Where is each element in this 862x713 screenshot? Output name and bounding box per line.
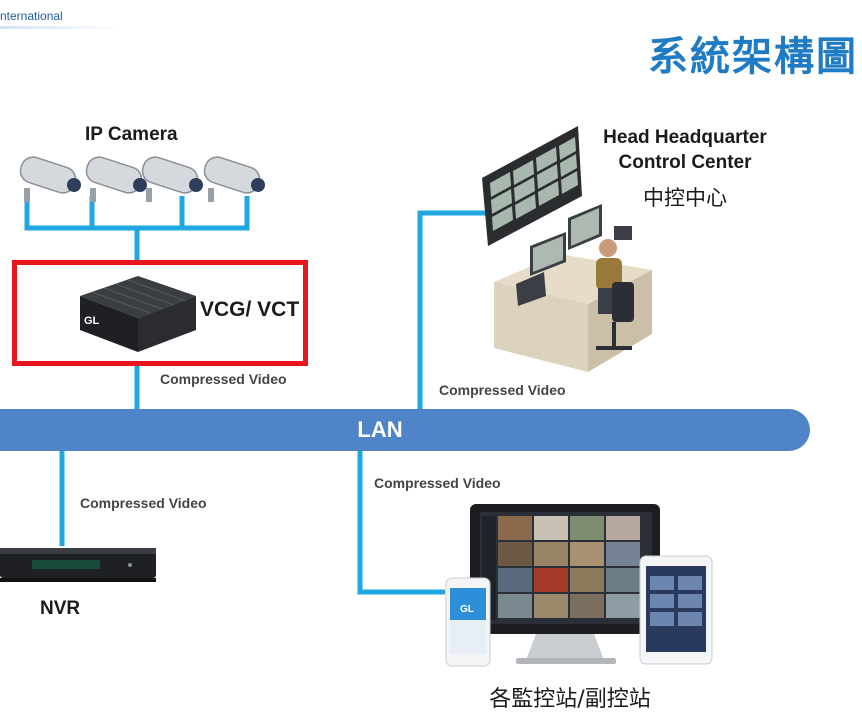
label-edge-vcg-lan: Compressed Video (160, 371, 287, 387)
camera-icon (141, 156, 203, 202)
label-edge-hq-lan: Compressed Video (439, 382, 566, 398)
vcg-logo: GL (84, 315, 100, 327)
phone-logo: GL (460, 604, 474, 615)
vcg-highlight-box (12, 260, 308, 366)
brand-text: nternational (0, 9, 63, 23)
label-vcg: VCG/ VCT (200, 298, 300, 321)
label-hq-line1: Head Headquarter (603, 127, 767, 148)
camera-icon (203, 156, 265, 202)
camera-icon (19, 156, 81, 202)
video-wall-tiles (490, 137, 578, 231)
edge-lan-to-stations (357, 449, 445, 595)
lan-bus (0, 409, 810, 451)
label-nvr: NVR (40, 598, 81, 619)
label-edge-lan-nvr: Compressed Video (80, 495, 207, 511)
control-center-icon (482, 126, 652, 372)
brand-underline (0, 26, 120, 29)
camera-feed-tiles (498, 516, 640, 618)
label-stations: 各監控站/副控站 (489, 687, 651, 712)
label-hq-line2: Control Center (618, 152, 752, 173)
edge-hq-to-lan (417, 210, 488, 411)
camera-icon (85, 156, 147, 202)
label-edge-lan-stations: Compressed Video (374, 475, 501, 491)
vcg-device-icon: GL (80, 276, 196, 352)
page-title: 系統架構圖 (648, 34, 858, 80)
label-hq-line3: 中控中心 (643, 186, 727, 210)
connector-lines (24, 196, 488, 595)
ip-camera-icon-group (19, 156, 265, 202)
monitoring-station-icon: GL (445, 504, 713, 667)
nvr-device-icon (0, 548, 156, 582)
label-ip-camera: IP Camera (85, 124, 178, 145)
label-lan: LAN (357, 417, 403, 442)
